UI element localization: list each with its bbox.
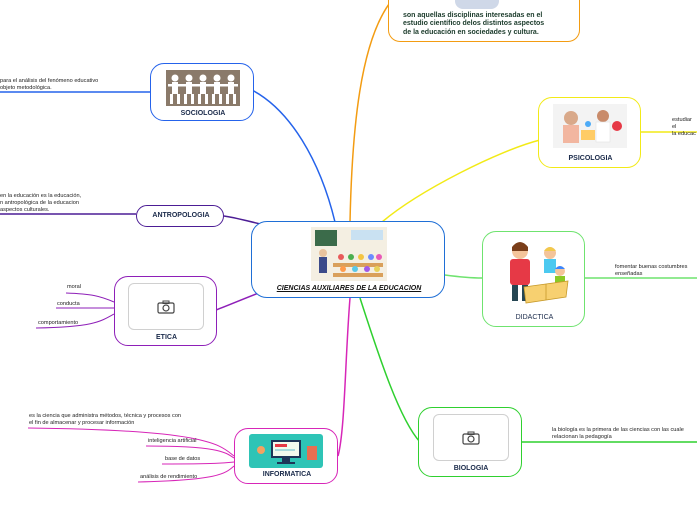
sociologia-label: SOCIOLOGIA xyxy=(151,110,255,117)
connector-informatica-1 xyxy=(28,428,234,456)
didactica-node[interactable]: DIDACTICA xyxy=(482,231,585,327)
biologia-label: BIOLOGIA xyxy=(419,465,523,472)
definition-text: son aquellas disciplinas interesadas en … xyxy=(403,12,544,37)
sociologia-node[interactable]: SOCIOLOGIA xyxy=(150,63,254,121)
central-node[interactable]: CIENCIAS AUXILIARES DE LA EDUCACION xyxy=(251,221,445,298)
etica-subtopic-conducta: conducta xyxy=(57,301,80,308)
central-title: CIENCIAS AUXILIARES DE LA EDUCACION xyxy=(252,285,446,292)
connector-didactica xyxy=(445,275,482,278)
connector-psicologia xyxy=(382,140,540,222)
camera-icon xyxy=(157,300,175,314)
etica-subtopic-moral: moral xyxy=(67,284,81,291)
informatica-node[interactable]: INFORMATICA xyxy=(234,428,338,484)
etica-subtopic-comportamiento: comportamiento xyxy=(38,320,78,327)
didactica-note: fomentar buenas costumbres enseñadas xyxy=(615,264,687,278)
computer-image xyxy=(249,434,323,468)
antropologia-note: en la educación es la educación, n antro… xyxy=(0,193,81,213)
people-chain-image xyxy=(166,70,240,106)
antropologia-label: ANTROPOLOGIA xyxy=(137,212,225,219)
psicologia-node[interactable]: PSICOLOGIA xyxy=(538,97,641,168)
definition-node[interactable]: son aquellas disciplinas interesadas en … xyxy=(388,0,580,42)
connector-informatica xyxy=(338,298,350,456)
antropologia-node[interactable]: ANTROPOLOGIA xyxy=(136,205,224,227)
connector-definition xyxy=(350,0,392,222)
etica-label: ETICA xyxy=(115,334,218,341)
classroom-image xyxy=(311,227,387,281)
biologia-note: la biología es la primera de las ciencia… xyxy=(552,427,684,441)
kids-learning-image xyxy=(553,104,627,148)
psicologia-note: estudiar el la educac xyxy=(672,117,697,137)
connector-sociologia xyxy=(252,90,335,222)
informatica-subtopic-performance: análisis de rendimiento xyxy=(140,474,197,481)
teacher-children-image xyxy=(496,237,572,307)
informatica-subtopic-definition: es la ciencia que administra métodos, té… xyxy=(29,413,181,427)
informatica-subtopic-database: base de datos xyxy=(165,456,200,463)
biologia-image-placeholder xyxy=(433,414,509,461)
camera-icon xyxy=(462,431,480,445)
psicologia-label: PSICOLOGIA xyxy=(539,155,642,162)
definition-image xyxy=(455,0,499,9)
informatica-subtopic-ai: inteligencia artificial xyxy=(148,438,197,445)
etica-image-placeholder xyxy=(128,283,204,330)
connector-biologia xyxy=(360,298,420,442)
sociologia-note: para el análisis del fenómeno educativo … xyxy=(0,78,98,92)
biologia-node[interactable]: BIOLOGIA xyxy=(418,407,522,477)
informatica-label: INFORMATICA xyxy=(235,471,339,478)
etica-node[interactable]: ETICA xyxy=(114,276,217,346)
didactica-label: DIDACTICA xyxy=(483,314,586,321)
